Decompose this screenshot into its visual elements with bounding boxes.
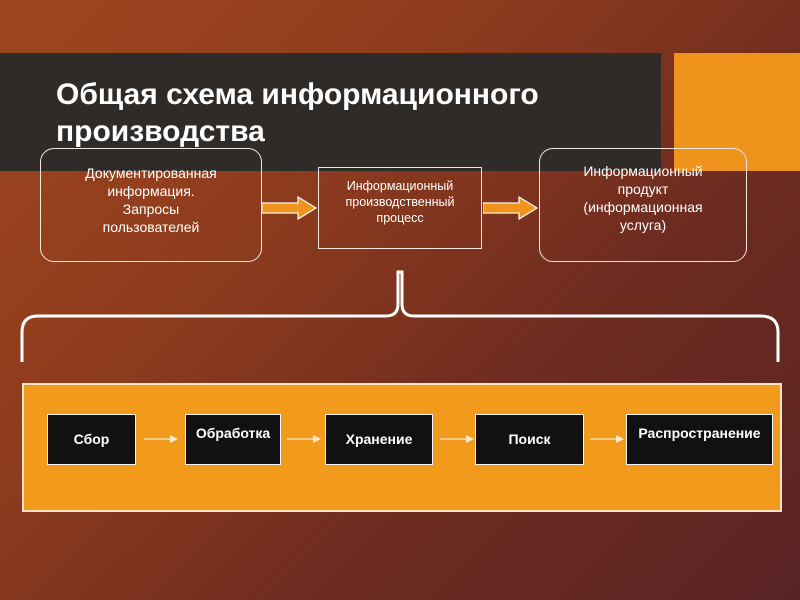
output-box-line-1: Информационный: [583, 163, 703, 179]
output-box-line-4: услуга): [619, 217, 667, 233]
page-title-line-1: Общая схема информационного: [56, 78, 539, 111]
page-title: Общая схема информационного производства: [56, 76, 656, 150]
production-process-box: Информационный производственный процесс: [318, 167, 482, 249]
input-box-line-1: Документированная: [85, 165, 217, 181]
step-storage: Хранение: [325, 414, 433, 465]
step-processing: Обработка: [185, 414, 281, 465]
small-arrow-icon: [590, 435, 624, 443]
step-label: Обработка: [195, 425, 271, 441]
step-collection: Сбор: [47, 414, 136, 465]
input-box-line-4: пользователей: [102, 219, 200, 235]
arrow-right-icon: [262, 195, 318, 221]
step-search: Поиск: [475, 414, 584, 465]
small-arrow-icon: [287, 435, 321, 443]
information-product-box: Информационный продукт (информационная у…: [539, 148, 747, 262]
step-label: Поиск: [508, 431, 551, 447]
step-label: Распространение: [638, 425, 761, 441]
step-distribution: Распространение: [626, 414, 773, 465]
small-arrow-icon: [144, 435, 178, 443]
small-arrow-icon: [440, 435, 474, 443]
process-box-line-2: производственный: [345, 195, 455, 209]
output-box-line-3: (информационная: [583, 199, 703, 215]
output-box-line-2: продукт: [617, 181, 669, 197]
step-label: Сбор: [73, 431, 110, 447]
process-box-line-3: процесс: [376, 211, 424, 225]
arrow-right-icon: [483, 195, 539, 221]
input-box-line-3: Запросы: [122, 201, 180, 217]
process-box-line-1: Информационный: [346, 179, 454, 193]
input-box-line-2: информация.: [107, 183, 195, 199]
page-title-line-2: производства: [56, 115, 265, 148]
step-label: Хранение: [345, 431, 413, 447]
